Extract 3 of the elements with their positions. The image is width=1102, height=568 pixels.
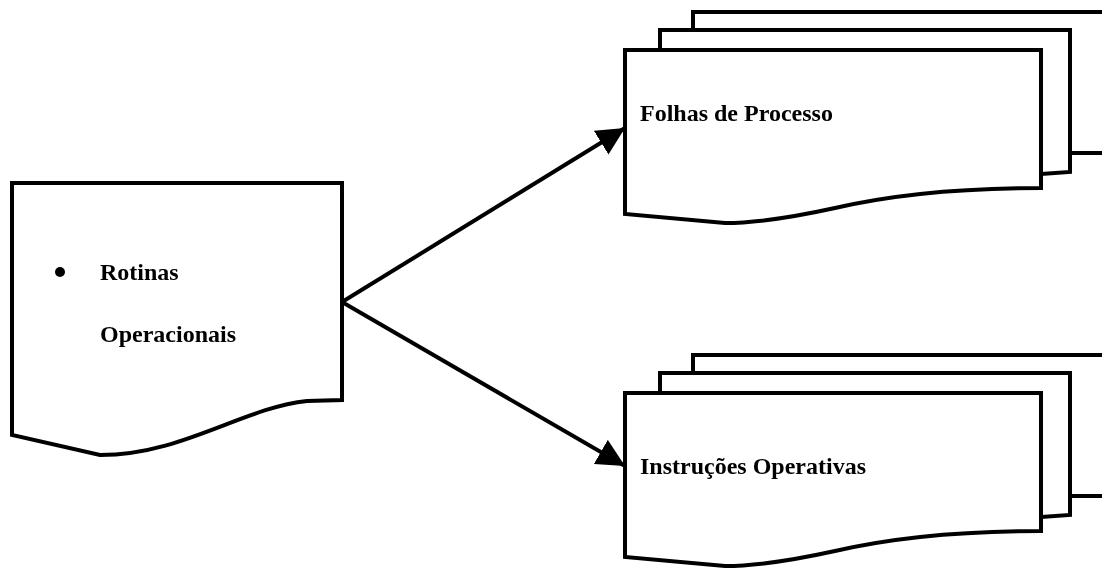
node-label: Instruções Operativas [640, 452, 866, 481]
node-label: Folhas de Processo [640, 99, 833, 128]
node-label: Rotinas Operacionais [100, 258, 237, 349]
